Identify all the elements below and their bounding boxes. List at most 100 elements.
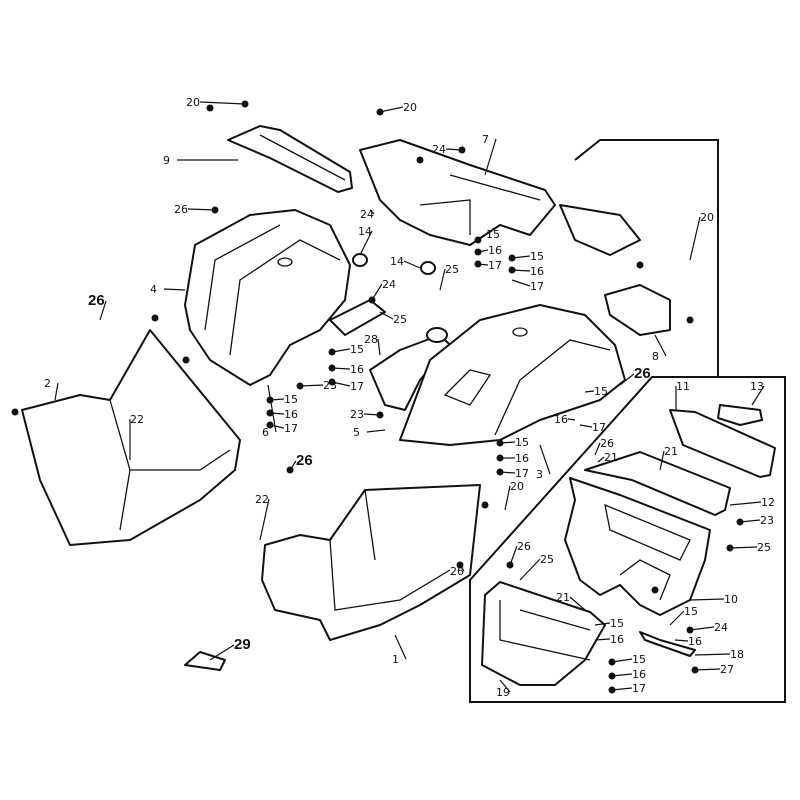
part-12-panel — [584, 451, 731, 516]
leader-line — [187, 208, 216, 211]
leader-line — [459, 564, 465, 572]
part-number-label: 15 — [610, 617, 624, 630]
leader-line — [689, 216, 701, 261]
leader-line — [511, 279, 531, 287]
part-19-rear-cover — [481, 581, 606, 686]
part-9-rail — [227, 125, 353, 193]
leader-line — [594, 622, 611, 626]
leader-line — [199, 101, 246, 105]
part-number-label: 1 — [392, 653, 399, 666]
part-13-bracket — [717, 404, 763, 426]
part-7-front-cover — [359, 139, 556, 246]
part-number-label: 20 — [403, 101, 417, 114]
leader-line — [379, 311, 394, 320]
part-number-label: 25 — [757, 541, 771, 554]
part-number-label: 25 — [393, 313, 407, 326]
part-number-label: 5 — [353, 426, 360, 439]
part-number-label: 28 — [364, 333, 378, 346]
leader-line — [611, 673, 633, 677]
part-number-label: 17 — [632, 682, 646, 695]
part-number-label: 19 — [496, 686, 510, 699]
leader-line — [729, 546, 758, 549]
part-number-label: 17 — [488, 259, 502, 272]
leader-line — [509, 545, 518, 566]
leader-line — [499, 471, 516, 474]
leader-line — [394, 634, 407, 660]
leader-line — [299, 384, 324, 387]
leader-line — [519, 558, 541, 581]
part-number-label: 21 — [664, 445, 678, 458]
fastener-icon — [481, 501, 489, 509]
fastener-icon — [651, 586, 659, 594]
part-number-label: 25 — [445, 263, 459, 276]
part-number-label: 23 — [350, 408, 364, 421]
part-number-label: 8 — [652, 350, 659, 363]
part-number-label: 17 — [284, 422, 298, 435]
fastener-icon — [636, 261, 644, 269]
part-number-label: 14 — [358, 225, 372, 238]
part-number-label: 3 — [536, 468, 543, 481]
part-29-clip — [184, 651, 226, 671]
leader-line — [331, 348, 351, 353]
leader-line — [611, 658, 633, 663]
part-number-label: 16 — [610, 633, 624, 646]
part-number-label: 20 — [186, 96, 200, 109]
leader-line — [369, 209, 375, 215]
leader-line — [379, 106, 404, 113]
leader-line — [511, 255, 531, 259]
fastener-icon — [11, 408, 19, 416]
fastener-icon — [416, 156, 424, 164]
part-number-label: 9 — [163, 154, 170, 167]
leader-line — [499, 679, 511, 693]
part-number-label: 14 — [390, 255, 404, 268]
leader-line — [269, 398, 285, 401]
part-number-label: 11 — [676, 380, 690, 393]
part-number-label: 26 — [600, 437, 614, 450]
leader-line — [689, 598, 725, 601]
part-number-label: 24 — [382, 278, 396, 291]
part-number-label: 26 — [174, 203, 188, 216]
inset-frame — [469, 139, 786, 703]
leader-line — [511, 269, 531, 272]
leader-line — [366, 429, 386, 433]
part-number-label: 27 — [720, 663, 734, 676]
fastener-icon — [508, 254, 516, 262]
part-number-label: 18 — [730, 648, 744, 661]
leader-line — [403, 260, 421, 269]
leader-line — [584, 390, 595, 393]
part-number-label: 7 — [482, 133, 489, 146]
part-number-label: 16 — [488, 244, 502, 257]
leader-line — [477, 263, 489, 266]
part-number-label: 15 — [515, 436, 529, 449]
leader-line — [659, 450, 665, 471]
leader-line — [594, 638, 611, 641]
leader-line — [689, 626, 715, 631]
part-number-label: 22 — [255, 493, 269, 506]
part-number-label: 10 — [724, 593, 738, 606]
part-number-label: 15 — [684, 605, 698, 618]
part-number-label: 22 — [130, 413, 144, 426]
part-11-plate — [669, 409, 776, 478]
part-number-label: 16 — [515, 452, 529, 465]
leader-line — [54, 382, 59, 401]
leader-line — [484, 138, 497, 176]
part-number-label: 24 — [714, 621, 728, 634]
leader-line — [539, 444, 551, 475]
leader-line — [567, 418, 576, 421]
leader-line — [359, 230, 373, 256]
leader-line — [269, 412, 285, 415]
part-number-label: 26 — [634, 365, 651, 382]
part-number-label: 26 — [517, 540, 531, 553]
leader-line — [669, 610, 685, 626]
leader-line — [269, 424, 285, 429]
part-number-label: 24 — [360, 208, 374, 221]
part-number-label: 16 — [350, 363, 364, 376]
leader-line — [579, 424, 593, 428]
part-number-label: 25 — [540, 553, 554, 566]
part-number-label: 15 — [350, 343, 364, 356]
leader-line — [445, 148, 463, 151]
leader-line — [729, 501, 762, 506]
leader-line — [289, 460, 297, 471]
part-number-label: 21 — [604, 451, 618, 464]
